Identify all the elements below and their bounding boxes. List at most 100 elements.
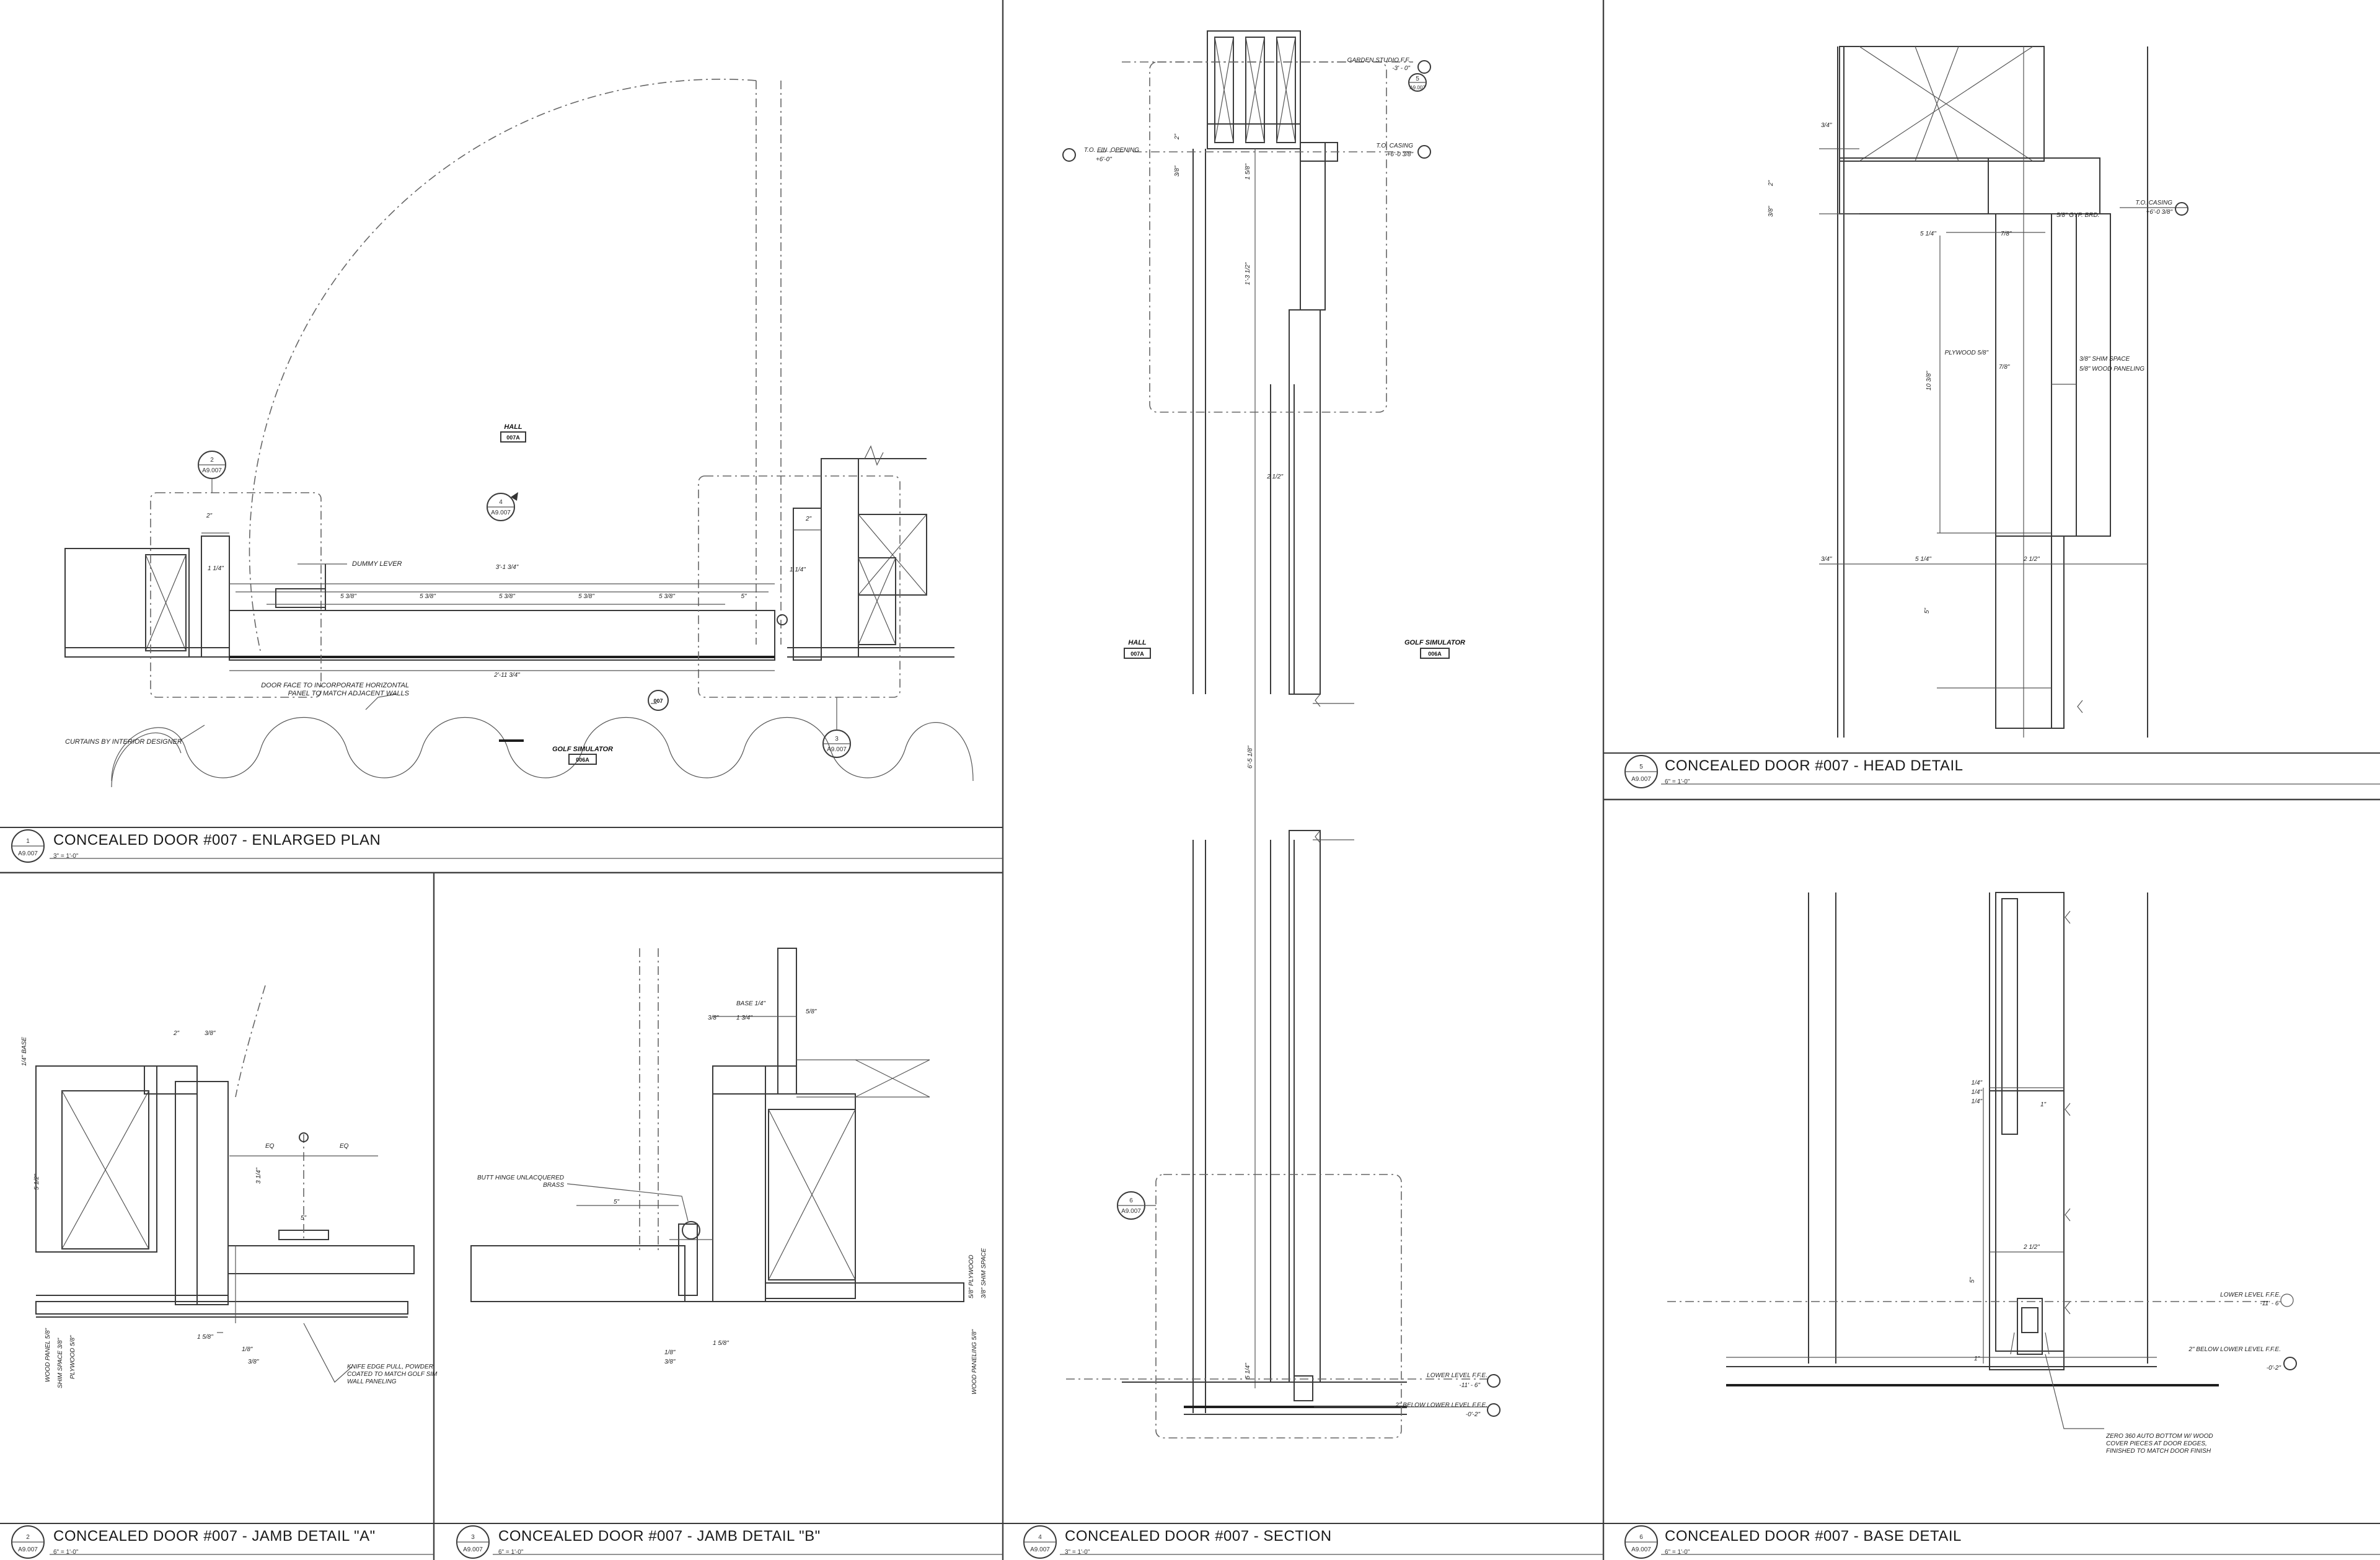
note-dummy-lever: DUMMY LEVER bbox=[352, 560, 402, 568]
plan-room-tags: HALL 007A GOLF SIMULATOR 006A 007 bbox=[500, 423, 669, 765]
detail-1-scale: 3" = 1'-0" bbox=[53, 853, 79, 860]
section-room-golf: GOLF SIMULATOR bbox=[1404, 639, 1465, 646]
head-dim-d4: 5 1/4" bbox=[1920, 231, 1936, 237]
detail-4-title: CONCEALED DOOR #007 - SECTION bbox=[1065, 1528, 1332, 1545]
title-block-4[interactable]: 4 A9.007 CONCEALED DOOR #007 - SECTION 3… bbox=[1003, 1523, 1603, 1559]
note-plywood-b: 5/8" PLYWOOD bbox=[968, 1255, 975, 1298]
svg-text:3: 3 bbox=[835, 736, 839, 743]
note-wood-panel-a: WOOD PANEL 5/8" bbox=[45, 1328, 51, 1382]
dim-panel-5: 5 3/8" bbox=[659, 593, 675, 600]
elev-below-value: -0'-2" bbox=[1466, 1411, 1481, 1418]
svg-text:A9.007: A9.007 bbox=[827, 746, 847, 753]
title-block-3[interactable]: 3 A9.007 CONCEALED DOOR #007 - JAMB DETA… bbox=[434, 1523, 1003, 1559]
section-room-hall: HALL bbox=[1128, 639, 1147, 646]
detail-4-scale: 3" = 1'-0" bbox=[1065, 1549, 1090, 1556]
detail-3-sheet: A9.007 bbox=[463, 1546, 483, 1553]
dim-panel-1: 5 3/8" bbox=[340, 593, 356, 600]
head-elev-label: T.O. CASING bbox=[2135, 200, 2172, 206]
dim-panel-4: 5 3/8" bbox=[578, 593, 594, 600]
svg-text:6: 6 bbox=[1129, 1197, 1133, 1204]
base-dim-d3: 1/4" bbox=[1972, 1098, 1983, 1105]
section-elevations: GARDEN STUDIO F.F. -3' - 0" T.O. FIN. OP… bbox=[1062, 57, 1501, 1418]
dim-overall-top: 3'-1 3/4" bbox=[496, 564, 519, 571]
head-elev-value: +6'-0 3/8" bbox=[2146, 209, 2173, 216]
section-dim-d2: 1'-3 1/2" bbox=[1245, 262, 1251, 285]
svg-text:A9.007: A9.007 bbox=[1121, 1208, 1141, 1215]
note-shim-a: SHIM SPACE 3/8" bbox=[57, 1337, 64, 1388]
plan-room-golf: GOLF SIMULATOR bbox=[552, 746, 613, 753]
base-elev-lower-value: -11' - 6" bbox=[2260, 1300, 2281, 1307]
title-block-6[interactable]: 6 A9.007 CONCEALED DOOR #007 - BASE DETA… bbox=[1603, 1523, 2380, 1559]
dim-left-two: 2" bbox=[206, 513, 213, 519]
dim-right-two: 2" bbox=[805, 516, 812, 522]
jamb-b-d7: 3/8" bbox=[664, 1359, 676, 1365]
detail-6-number: 6 bbox=[1639, 1534, 1643, 1541]
base-drawing bbox=[1667, 892, 2268, 1429]
section-rooms: HALL 007A GOLF SIMULATOR 006A bbox=[1124, 639, 1465, 659]
detail-2-number: 2 bbox=[26, 1534, 30, 1541]
svg-text:A9.007: A9.007 bbox=[1409, 85, 1426, 90]
jamb-a-d6: 3/8" bbox=[248, 1359, 259, 1365]
detail-4-sheet: A9.007 bbox=[1030, 1546, 1050, 1553]
elev-garden-studio-label: GARDEN STUDIO F.F. bbox=[1347, 57, 1410, 64]
note-base-b: BASE 1/4" bbox=[736, 1000, 765, 1007]
detail-2-sheet: A9.007 bbox=[18, 1546, 38, 1553]
detail-6-title: CONCEALED DOOR #007 - BASE DETAIL bbox=[1665, 1528, 1962, 1545]
elev-lower-label: LOWER LEVEL F.F.E. bbox=[1427, 1372, 1488, 1379]
jamb-a-text: KNIFE EDGE PULL, POWDER COATED TO MATCH … bbox=[21, 1030, 437, 1388]
svg-text:4: 4 bbox=[499, 499, 503, 506]
base-text: LOWER LEVEL F.F.E. -11' - 6" 2" BELOW LO… bbox=[1969, 1080, 2297, 1455]
elev-opening-label: T.O. FIN. OPENING bbox=[1084, 147, 1139, 154]
section-dim-d3: 1 5/8" bbox=[1245, 164, 1251, 180]
title-block-5[interactable]: 5 A9.007 CONCEALED DOOR #007 - HEAD DETA… bbox=[1603, 752, 2380, 788]
detail-5-sheet: A9.007 bbox=[1631, 776, 1651, 783]
jamb-b-d5: 1 5/8" bbox=[713, 1340, 729, 1347]
dim-panel-2: 5 3/8" bbox=[420, 593, 436, 600]
dim-right-gap: 5" bbox=[741, 593, 747, 600]
dim-panel-3: 5 3/8" bbox=[499, 593, 515, 600]
enlarged-plan-drawing bbox=[64, 79, 973, 787]
head-text: T.O. CASING +6'-0 3/8" 5/8" GYP. BRD. PL… bbox=[1768, 122, 2188, 614]
section-drawing bbox=[1066, 30, 1488, 1439]
note-knife-edge: KNIFE EDGE PULL, POWDER COATED TO MATCH … bbox=[347, 1364, 437, 1385]
head-dim-d8: 3/4" bbox=[1821, 556, 1832, 563]
detail-5-number: 5 bbox=[1639, 764, 1643, 770]
elev-casing-label: T.O. CASING bbox=[1376, 143, 1413, 149]
plan-room-hall: HALL bbox=[504, 423, 522, 431]
note-wood-paneling-b: WOOD PANELING 5/8" bbox=[971, 1329, 978, 1395]
plan-callout-4[interactable]: 4 A9.007 bbox=[487, 492, 518, 521]
detail-1-title: CONCEALED DOOR #007 - ENLARGED PLAN bbox=[53, 832, 381, 848]
plan-room-hall-tag: 007A bbox=[506, 434, 520, 441]
detail-1-number: 1 bbox=[26, 838, 30, 845]
section-callout-6[interactable]: 6 A9.007 bbox=[1117, 1191, 1156, 1220]
section-dim-d5: 2" bbox=[1174, 133, 1181, 140]
plan-callout-2[interactable]: 2 A9.007 bbox=[198, 451, 226, 493]
jamb-a-eq1: EQ bbox=[265, 1143, 275, 1150]
title-block-1[interactable]: 1 A9.007 CONCEALED DOOR #007 - ENLARGED … bbox=[0, 827, 1003, 863]
jamb-b-d4: 5" bbox=[614, 1199, 620, 1205]
head-dim-d6: 7/8" bbox=[1999, 364, 2010, 371]
note-gyp: 5/8" GYP. BRD. bbox=[2056, 212, 2100, 219]
section-callout-5[interactable]: 5 A9.007 bbox=[1408, 73, 1427, 92]
jamb-b-d2: 1 3/4" bbox=[736, 1015, 752, 1021]
note-base-a: 1/4" BASE bbox=[21, 1037, 28, 1066]
head-dim-d11: 5" bbox=[1924, 607, 1931, 614]
base-elev-lower-label: LOWER LEVEL F.F.E. bbox=[2220, 1292, 2281, 1298]
plan-callout-3[interactable]: 3 A9.007 bbox=[822, 697, 851, 758]
plan-door-tag: 007 bbox=[653, 698, 663, 704]
detail-6-sheet: A9.007 bbox=[1631, 1546, 1651, 1553]
note-door-face: DOOR FACE TO INCORPORATE HORIZONTAL PANE… bbox=[261, 682, 409, 697]
note-wood-paneling-head: 5/8" WOOD PANELING bbox=[2079, 366, 2144, 372]
jamb-a-d7: 5" bbox=[301, 1215, 307, 1222]
base-dim-d7: 1" bbox=[1974, 1355, 1980, 1362]
jamb-b-drawing bbox=[470, 948, 964, 1302]
dim-overall-bottom: 2'-11 3/4" bbox=[493, 672, 520, 679]
title-block-2[interactable]: 2 A9.007 CONCEALED DOOR #007 - JAMB DETA… bbox=[0, 1523, 434, 1559]
base-dim-d4: 1" bbox=[2040, 1101, 2047, 1108]
svg-text:2: 2 bbox=[210, 457, 214, 464]
section-room-golf-tag: 006A bbox=[1428, 651, 1442, 657]
svg-text:5: 5 bbox=[1416, 76, 1419, 82]
note-plywood-head: PLYWOOD 5/8" bbox=[1945, 350, 1989, 356]
elev-below-label: 2" BELOW LOWER LEVEL F.F.E. bbox=[1395, 1402, 1488, 1409]
